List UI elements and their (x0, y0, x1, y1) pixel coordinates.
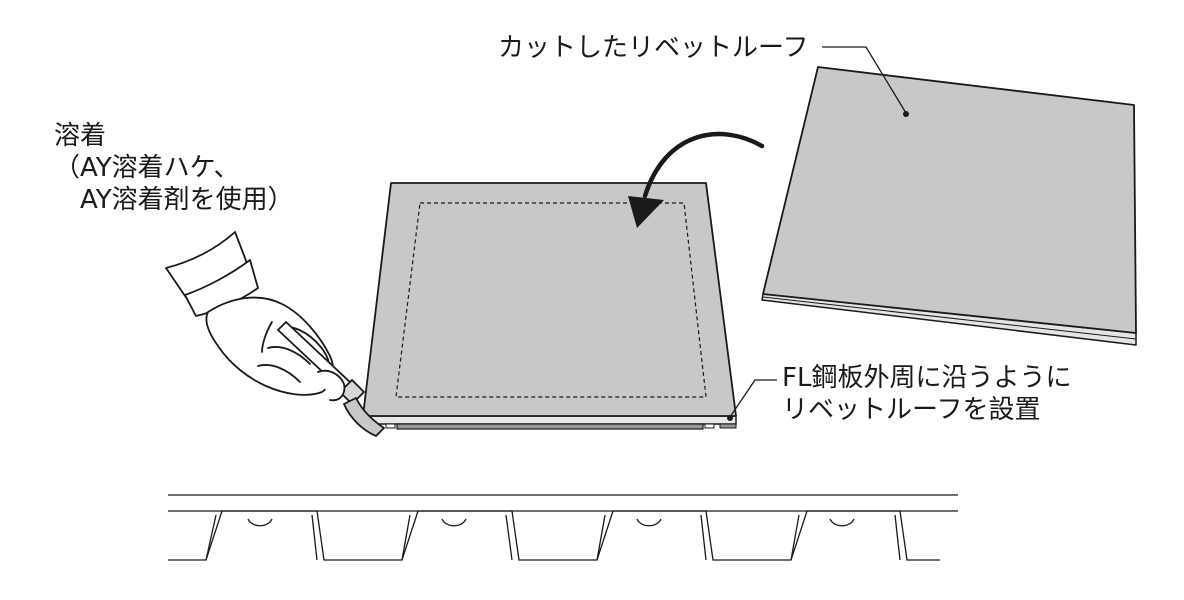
install-label-line1: FL鋼板外周に沿うように (782, 363, 1072, 393)
welding-label-line3: AY溶着剤を使用） (54, 185, 294, 215)
gloved-hand-with-brush-icon (165, 231, 385, 437)
cut-roof-label: カットしたリベットルーフ (498, 33, 809, 63)
welding-label-line1: 溶着 (54, 121, 107, 151)
curved-arrow-icon (628, 131, 765, 228)
install-label-line2: リベットルーフを設置 (782, 395, 1041, 425)
cut-roof-leader (822, 46, 909, 117)
cut-rivet-roof-sheet (761, 66, 1137, 346)
fl-steel-plate-assembly (362, 182, 737, 430)
welding-label-line2: （AY溶着ハケ、 (54, 153, 240, 183)
install-label: FL鋼板外周に沿うように リベットルーフを設置 (782, 362, 1071, 426)
install-leader (727, 379, 777, 421)
welding-label: 溶着 （AY溶着ハケ、 AY溶着剤を使用） (54, 120, 294, 216)
corrugated-profile (168, 494, 958, 561)
